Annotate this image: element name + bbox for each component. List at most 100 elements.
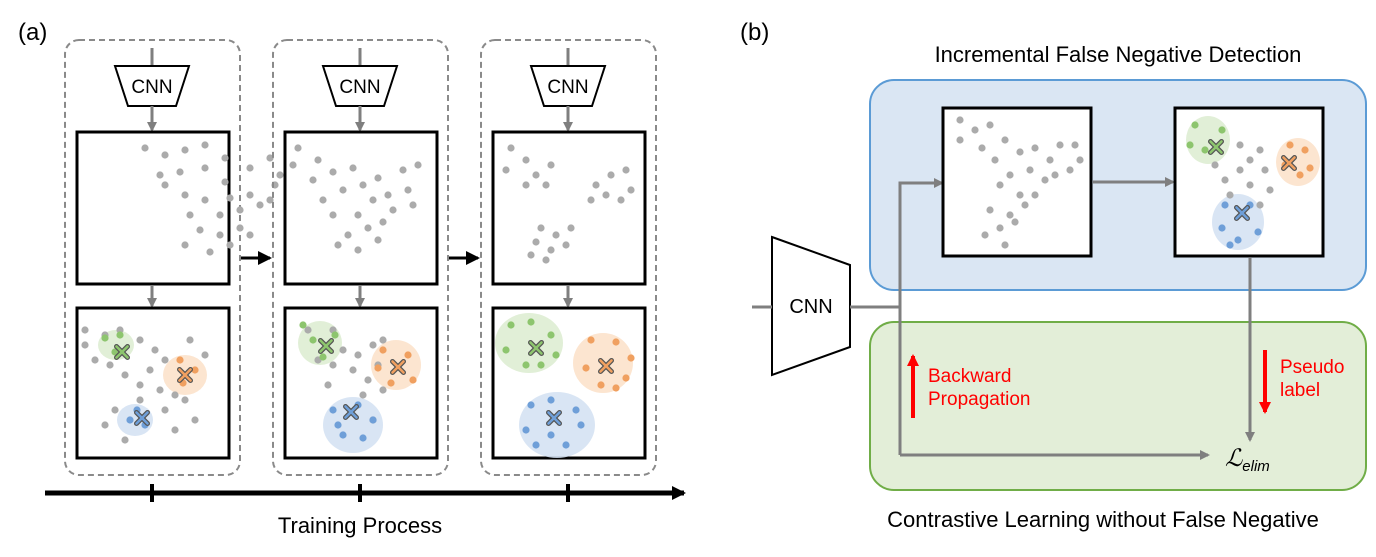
cnn-encoder-a [113, 65, 191, 107]
loss-symbol: ℒelim [1225, 445, 1270, 475]
scatter-point [276, 171, 284, 179]
scatter-point [387, 379, 395, 387]
scatter-point [1306, 164, 1314, 172]
scatter-point [1296, 171, 1304, 179]
pseudo-label-line1: Pseudo [1280, 357, 1344, 378]
x-centroid-icon [546, 410, 562, 426]
scatter-point [221, 154, 229, 162]
scatter-point [409, 376, 417, 384]
scatter-point [146, 366, 154, 374]
scatter-point [359, 434, 367, 442]
scatter-point [369, 196, 377, 204]
scatter-point [986, 121, 994, 129]
scatter-point [537, 361, 545, 369]
scatter-point [359, 181, 367, 189]
x-centroid-icon [134, 410, 150, 426]
scatter-point [1266, 186, 1274, 194]
scatter-point [502, 346, 510, 354]
scatter-point [226, 241, 234, 249]
scatter-point [151, 346, 159, 354]
scatter-point [1056, 141, 1064, 149]
scatter-point [1026, 166, 1034, 174]
x-centroid-stroke [599, 359, 613, 373]
cnn-encoder-b-label: CNN [789, 296, 832, 318]
scatter-point [121, 436, 129, 444]
training-stage: CNN [480, 39, 657, 476]
scatter-point [552, 351, 560, 359]
scatter-point [547, 396, 555, 404]
top-box-title: Incremental False Negative Detection [935, 42, 1302, 67]
scatter-point [1201, 146, 1209, 154]
backward-label-line2: Propagation [928, 389, 1030, 410]
scatter-point [389, 206, 397, 214]
scatter-point [339, 186, 347, 194]
scatter-point [567, 224, 575, 232]
scatter-point [334, 241, 342, 249]
scatter-point [1256, 201, 1264, 209]
scatter-point [161, 406, 169, 414]
x-centroid-stroke [135, 411, 149, 425]
scatter-point [339, 346, 347, 354]
scatter-point [537, 224, 545, 232]
scatter-point [414, 161, 422, 169]
scatter-point [136, 381, 144, 389]
scatter-point [502, 166, 510, 174]
x-centroid-stroke [178, 368, 192, 382]
scatter-point [344, 231, 352, 239]
scatter-point [236, 206, 244, 214]
scatter-point [1006, 211, 1014, 219]
scatter-point [116, 331, 124, 339]
scatter-point [304, 326, 312, 334]
scatter-point [181, 396, 189, 404]
cnn-encoder-a-label: CNN [339, 77, 380, 98]
scatter-point [986, 206, 994, 214]
x-centroid-stroke [1209, 140, 1223, 154]
scatter-point [622, 374, 630, 382]
scatter-point [181, 146, 189, 154]
scatter-point [161, 151, 169, 159]
scatter-point [1011, 218, 1019, 226]
scatter-point [1218, 224, 1226, 232]
embed-arrow [898, 178, 944, 455]
scatter-point [582, 364, 590, 372]
scatter-point [191, 366, 199, 374]
scatter-point [156, 171, 164, 179]
scatter-point [161, 356, 169, 364]
scatter-point [978, 144, 986, 152]
scatter-point [1041, 176, 1049, 184]
scatter-point [246, 164, 254, 172]
scatter-point [1191, 121, 1199, 129]
scatter-point [522, 426, 530, 434]
scatter-point [522, 156, 530, 164]
scatter-point [136, 336, 144, 344]
scatter-point [532, 441, 540, 449]
scatter-point [379, 386, 387, 394]
scatter-point [1016, 148, 1024, 156]
backward-label: Backward Propagation [928, 366, 1030, 410]
backward-label-line1: Backward [928, 366, 1011, 387]
cnn-encoder-a-label: CNN [547, 77, 588, 98]
cnn-encoder-a [321, 65, 399, 107]
scatter-point [956, 136, 964, 144]
cluster-region [323, 397, 383, 453]
scatter-point [507, 321, 515, 329]
scatter-point [314, 156, 322, 164]
scatter-point [329, 361, 337, 369]
scatter-point [379, 218, 387, 226]
scatter-point [522, 361, 530, 369]
scatter-point [1286, 141, 1294, 149]
scatter-point [1186, 141, 1194, 149]
scatter-point [1076, 156, 1084, 164]
scatter-point [1031, 144, 1039, 152]
scatter-point [527, 401, 535, 409]
scatter-point [171, 426, 179, 434]
scatter-point [1051, 171, 1059, 179]
scatter-point [206, 248, 214, 256]
scatter-point [1261, 166, 1269, 174]
scatter-point [156, 386, 164, 394]
scatter-point [176, 168, 184, 176]
scatter-point [627, 354, 635, 362]
embedding-frame-b [941, 106, 1093, 258]
scatter-point [191, 416, 199, 424]
